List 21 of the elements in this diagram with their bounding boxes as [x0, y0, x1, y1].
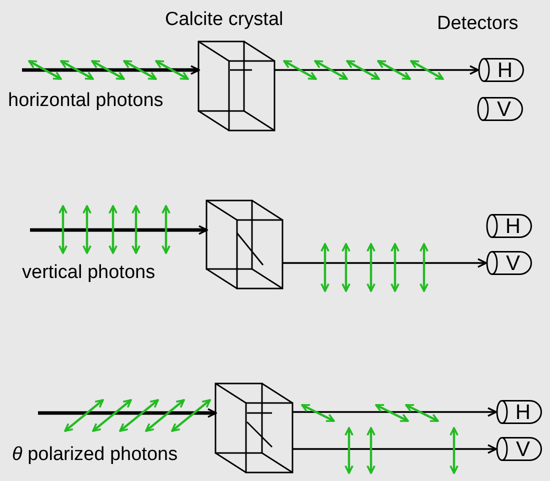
arrow — [22, 65, 200, 75]
arrow — [283, 258, 487, 268]
arrow — [38, 408, 217, 418]
detector: V — [486, 251, 532, 275]
crystal-drawing — [206, 200, 283, 289]
caption-text: Detectors — [437, 14, 518, 35]
arrow — [275, 65, 479, 75]
caption-text: vertical photons — [22, 263, 156, 284]
detector: V — [477, 97, 523, 121]
arrow — [293, 407, 497, 417]
crystal-drawing — [198, 41, 275, 131]
detector: H — [478, 58, 524, 82]
caption-text: horizontal photons — [8, 91, 164, 112]
crystal-drawing — [215, 383, 293, 473]
detector: H — [496, 400, 542, 424]
detector: H — [486, 214, 532, 238]
caption-text: Calcite crystal — [165, 10, 284, 31]
arrow — [30, 225, 208, 235]
detector: V — [496, 437, 542, 461]
caption-text: θ polarized photons — [12, 445, 178, 466]
arrow — [293, 444, 497, 454]
